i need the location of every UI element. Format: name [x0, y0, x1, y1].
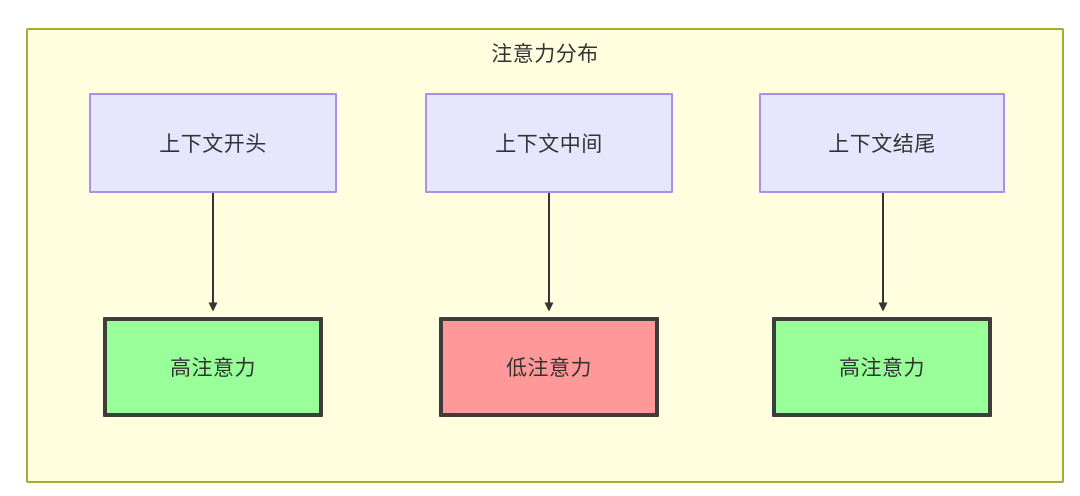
node-ctx-middle-label: 上下文中间: [495, 133, 603, 156]
node-attn-high-right[interactable]: 高注意力: [772, 317, 992, 417]
node-attn-low-middle[interactable]: 低注意力: [439, 317, 659, 417]
node-attn-high-right-label: 高注意力: [839, 357, 925, 380]
diagram-title: 注意力分布: [491, 43, 599, 66]
node-attn-low-middle-label: 低注意力: [506, 357, 592, 380]
node-ctx-start-label: 上下文开头: [159, 133, 267, 156]
node-ctx-end[interactable]: 上下文结尾: [759, 93, 1005, 193]
node-attn-high-left[interactable]: 高注意力: [103, 317, 323, 417]
node-attn-high-left-label: 高注意力: [170, 357, 256, 380]
node-ctx-middle[interactable]: 上下文中间: [425, 93, 673, 193]
node-ctx-start[interactable]: 上下文开头: [89, 93, 337, 193]
node-ctx-end-label: 上下文结尾: [828, 133, 936, 156]
